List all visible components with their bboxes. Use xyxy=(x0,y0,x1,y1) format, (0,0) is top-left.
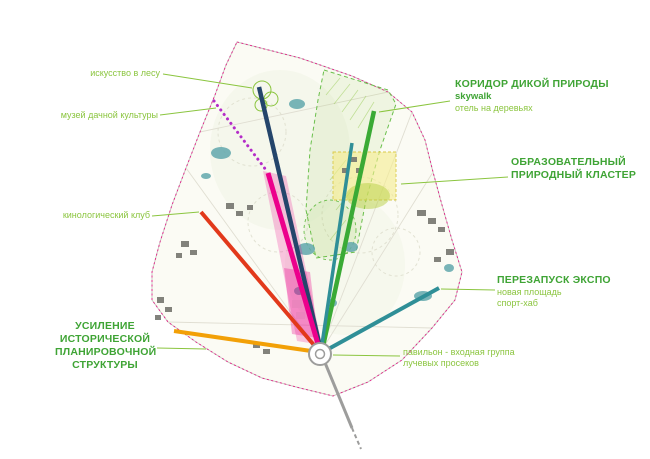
minor-roads xyxy=(167,91,434,354)
label-cynology-club: кинологический клуб xyxy=(62,210,150,220)
expo-item-new-square: новая площадь xyxy=(497,287,562,298)
planning-rays xyxy=(173,86,440,450)
ray-purple-dotted xyxy=(212,99,268,172)
leader-pavilion xyxy=(332,354,401,357)
ray-pink xyxy=(265,172,323,352)
leader-edu-cluster xyxy=(400,176,509,185)
strengthening-line4: СТРУКТУРЫ xyxy=(72,359,138,372)
leader-strengthening xyxy=(156,347,207,350)
axis-grey-dashed-tail xyxy=(351,427,362,450)
ray-orange xyxy=(173,329,319,354)
strengthening-line1: УСИЛЕНИЕ xyxy=(75,320,135,332)
label-edu-cluster: ОБРАЗОВАТЕЛЬНЫЙ ПРИРОДНЫЙ КЛАСТЕР xyxy=(511,156,636,182)
strengthening-line2: ИСТОРИЧЕСКОЙ xyxy=(59,333,151,346)
edu-cluster-line2: ПРИРОДНЫЙ КЛАСТЕР xyxy=(511,169,637,182)
axis-grey xyxy=(319,352,354,429)
wild-corridor-title: КОРИДОР ДИКОЙ ПРИРОДЫ xyxy=(455,78,609,90)
park-boundary-dashed xyxy=(151,41,463,397)
ray-red xyxy=(199,210,321,353)
label-museum: музей дачной культуры xyxy=(60,110,158,120)
leader-cynology xyxy=(151,211,200,217)
leader-art-forest xyxy=(162,73,253,89)
central-hub xyxy=(308,342,332,366)
label-art-forest: искусство в лесу xyxy=(90,68,160,78)
ray-navy xyxy=(256,86,324,352)
ray-green xyxy=(319,110,377,352)
expo-item-sport-hub: спорт-хаб xyxy=(497,298,538,309)
expo-title: ПЕРЕЗАПУСК ЭКСПО xyxy=(497,274,611,286)
ray-teal-upper xyxy=(319,142,354,352)
wild-corridor-item-tree-hotel: отель на деревьях xyxy=(455,103,533,113)
ray-teal-right xyxy=(322,286,440,354)
leader-lines xyxy=(151,73,509,357)
strengthening-line3: ПЛАНИРОВОЧНОЙ xyxy=(55,346,157,359)
ponds xyxy=(201,99,454,307)
leader-wild-corridor xyxy=(378,100,451,113)
contours xyxy=(217,97,421,277)
pavilion-line2: лучевых просеков xyxy=(403,358,479,369)
label-strengthening: УСИЛЕНИЕ ИСТОРИЧЕСКОЙ ПЛАНИРОВОЧНОЙ СТРУ… xyxy=(55,320,157,373)
pavilion-line1: павильон - входная группа xyxy=(403,347,515,357)
park-base xyxy=(151,41,463,397)
label-expo: ПЕРЕЗАПУСК ЭКСПО новая площадь спорт-хаб xyxy=(497,274,611,310)
leader-museum xyxy=(159,107,217,116)
label-wild-corridor: КОРИДОР ДИКОЙ ПРИРОДЫ skywalk отель на д… xyxy=(455,78,609,114)
label-pavilion: павильон - входная группа лучевых просек… xyxy=(403,347,515,370)
wild-corridor-item-skywalk: skywalk xyxy=(455,91,492,103)
leader-expo xyxy=(440,288,496,291)
edu-cluster-line1: ОБРАЗОВАТЕЛЬНЫЙ xyxy=(511,156,626,168)
